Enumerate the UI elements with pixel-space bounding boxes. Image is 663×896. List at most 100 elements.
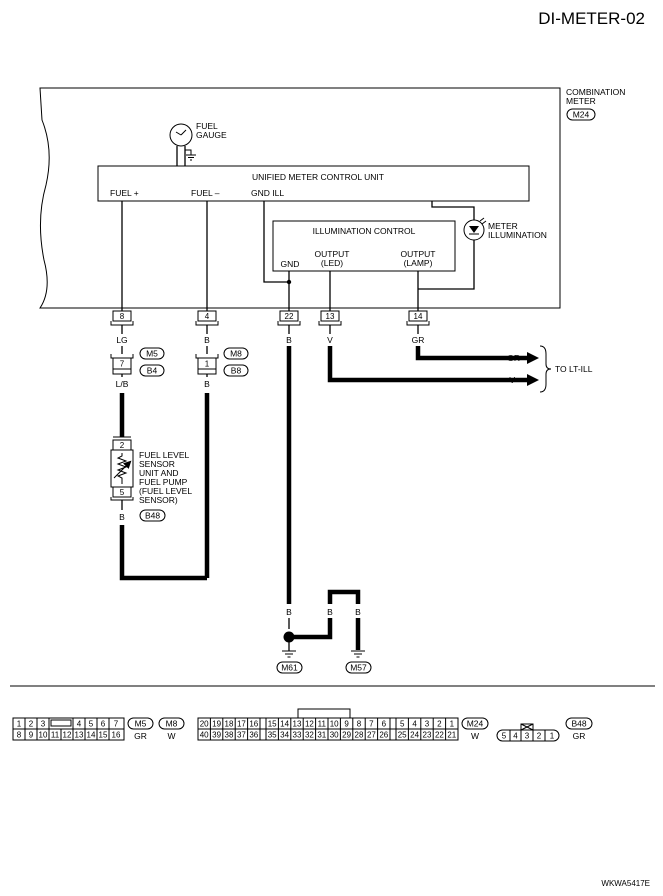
connector-legend-m5-m8: 1 2 3 4 5 6 7 8 9 10 11 12 13 14 15 16 M… [12, 717, 185, 741]
terminal-8 [112, 310, 132, 322]
m24-pin-bottom: 34 [280, 731, 289, 740]
m24-pin-bottom: 24 [410, 731, 419, 740]
m24-pin-top: 13 [293, 720, 302, 729]
illumination-control-label: ILLUMINATION CONTROL [313, 226, 416, 236]
fuel-sensor-label-1: FUEL LEVEL [139, 450, 190, 460]
fuel-gauge-label-1: FUEL [196, 121, 218, 131]
svg-text:W: W [167, 731, 175, 741]
m24-pin-top: 12 [305, 720, 314, 729]
svg-text:15: 15 [99, 731, 108, 740]
connector-badge-m24 [566, 108, 596, 121]
m24-pin-top: 17 [237, 720, 246, 729]
m24-pin-top: 10 [330, 720, 339, 729]
connector-badge-m57 [345, 661, 372, 674]
fuel-gauge-icon [169, 123, 193, 147]
m24-pin-top: 9 [344, 720, 349, 729]
m24-pin-top: 7 [369, 720, 374, 729]
svg-text:7: 7 [120, 360, 125, 369]
m24-pin-top: 15 [268, 720, 277, 729]
connector-badge-m61 [276, 661, 303, 674]
terminal-gnd-ill-label: GND ILL [251, 188, 284, 198]
svg-text:GR: GR [573, 731, 586, 741]
m24-pin-top: 6 [382, 720, 387, 729]
m24-pin-top: 18 [225, 720, 234, 729]
ground-splice-icon [283, 631, 295, 643]
m24-pin-top: 2 [437, 720, 442, 729]
m24-pin-bottom: 29 [342, 731, 351, 740]
m24-pin-top: 20 [200, 720, 209, 729]
svg-text:M57: M57 [350, 663, 367, 673]
terminal-4 [197, 310, 217, 322]
fuel-sensor-label-6: SENSOR) [139, 495, 178, 505]
m24-pin-bottom: 28 [355, 731, 364, 740]
svg-text:2: 2 [29, 720, 34, 729]
combination-meter-label-1: COMBINATION [566, 87, 625, 97]
svg-text:7: 7 [114, 720, 119, 729]
connector-legend-m24: 2040193918381737163615351434133312321131… [197, 708, 489, 741]
ill-output-lamp-label-2: (LAMP) [404, 258, 433, 268]
svg-text:B8: B8 [231, 366, 242, 376]
connector-badge-m5 [139, 347, 165, 360]
m24-pin-top: 3 [425, 720, 430, 729]
svg-text:22: 22 [285, 312, 294, 321]
m24-pin-bottom: 23 [423, 731, 432, 740]
m24-pin-bottom: 22 [435, 731, 444, 740]
arrow-label-gr: GR [507, 353, 520, 363]
fuel-sensor-label-5: (FUEL LEVEL [139, 486, 192, 496]
control-unit-label: UNIFIED METER CONTROL UNIT [252, 172, 384, 182]
wire-color-b-gnd-c: B [355, 607, 361, 617]
m24-pin-top: 19 [212, 720, 221, 729]
m24-pin-top: 5 [400, 720, 405, 729]
svg-text:13: 13 [326, 312, 335, 321]
svg-text:1: 1 [17, 720, 22, 729]
svg-text:8: 8 [17, 731, 22, 740]
fuel-gauge-label-2: GAUGE [196, 130, 227, 140]
m24-pin-top: 4 [412, 720, 417, 729]
svg-text:8: 8 [120, 312, 125, 321]
svg-text:14: 14 [87, 731, 96, 740]
svg-text:11: 11 [51, 731, 60, 740]
meter-illumination-label-1: METER [488, 221, 518, 231]
svg-text:5: 5 [120, 488, 125, 497]
svg-text:M8: M8 [230, 349, 242, 359]
m24-pin-bottom: 32 [305, 731, 314, 740]
connector-legend-b48: 5 4 3 2 1 B48 GR [496, 717, 593, 742]
svg-text:16: 16 [112, 731, 121, 740]
wire-color-gr: GR [412, 335, 425, 345]
wire-color-b-b48: B [119, 512, 125, 522]
m24-pin-top: 1 [450, 720, 455, 729]
m24-pin-bottom: 25 [398, 731, 407, 740]
m24-pin-top: 14 [280, 720, 289, 729]
svg-text:M5: M5 [135, 719, 147, 729]
svg-text:10: 10 [39, 731, 48, 740]
to-lt-ill-label: TO LT-ILL [555, 364, 593, 374]
svg-text:B4: B4 [147, 366, 158, 376]
svg-text:14: 14 [414, 312, 423, 321]
m24-pin-bottom: 33 [293, 731, 302, 740]
fuel-sensor-label-2: SENSOR [139, 459, 175, 469]
m24-pin-bottom: 36 [249, 731, 258, 740]
m24-pin-bottom: 27 [367, 731, 376, 740]
terminal-13 [320, 310, 340, 322]
svg-text:B48: B48 [145, 511, 160, 521]
svg-text:M24: M24 [467, 719, 484, 729]
m24-pin-bottom: 37 [237, 731, 246, 740]
arrow-label-v: V [509, 375, 515, 385]
wire-color-b-22: B [286, 335, 292, 345]
m24-pin-bottom: 26 [379, 731, 388, 740]
fuel-sensor-label-4: FUEL PUMP [139, 477, 188, 487]
m24-pin-top: 11 [318, 720, 327, 729]
m24-pin-bottom: 35 [268, 731, 277, 740]
wire-color-lg: LG [116, 335, 127, 345]
wire-color-b-4: B [204, 335, 210, 345]
svg-text:2: 2 [120, 441, 125, 450]
terminal-5 [112, 486, 132, 498]
svg-text:13: 13 [75, 731, 84, 740]
connector-badge-b48 [139, 509, 166, 522]
m24-pin-bottom: 38 [225, 731, 234, 740]
terminal-fuel-minus-label: FUEL – [191, 188, 220, 198]
svg-text:3: 3 [525, 732, 530, 741]
wire-color-b-gnd-b: B [327, 607, 333, 617]
terminal-14 [408, 310, 428, 322]
